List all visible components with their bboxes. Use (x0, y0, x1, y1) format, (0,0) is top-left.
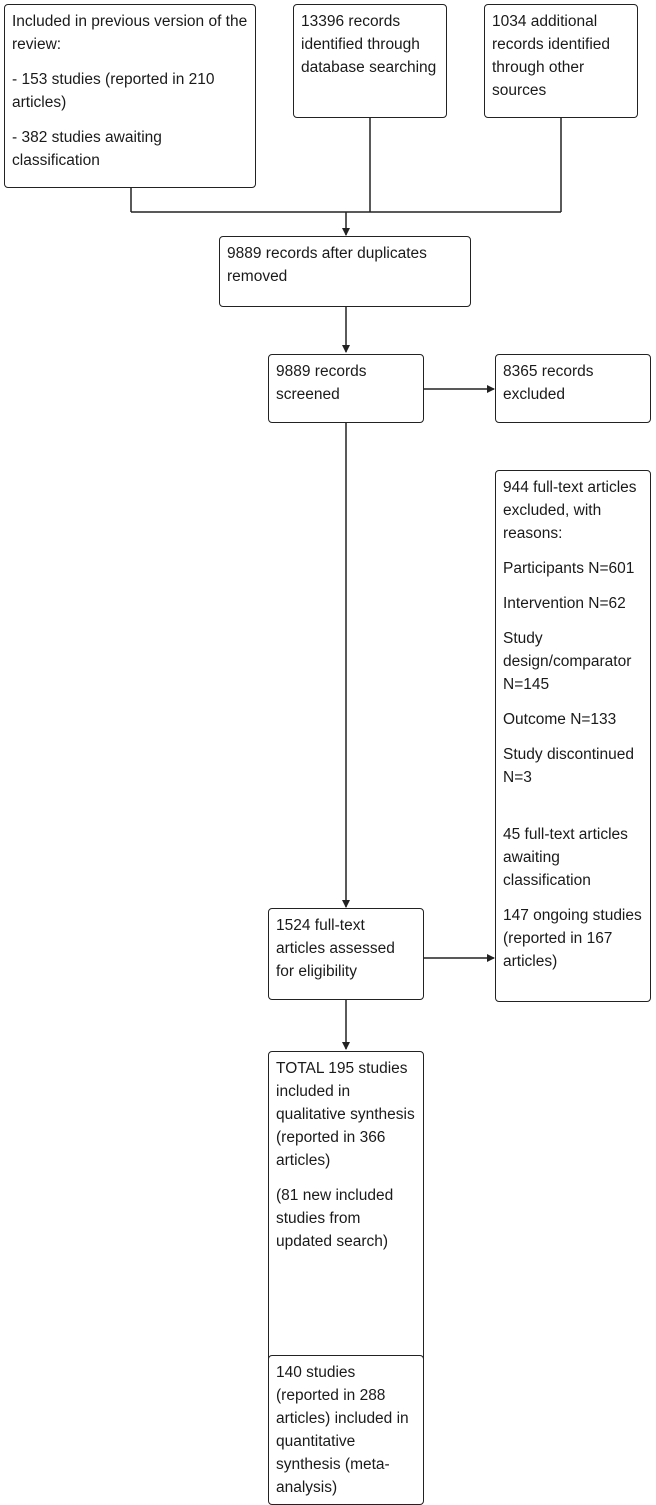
previous-version-box: Included in previous version of the revi… (4, 4, 256, 188)
box-text: TOTAL 195 studies included in qualitativ… (276, 1060, 415, 1169)
box-text: 1524 full-text articles assessed for eli… (276, 917, 395, 980)
database-search-box: 13396 records identified through databas… (293, 4, 447, 118)
box-text: Study discontinued N=3 (503, 746, 634, 786)
records-excluded-box: 8365 records excluded (495, 354, 651, 423)
box-text: Participants N=601 (503, 560, 635, 577)
fulltext-excluded-box: 944 full-text articles excluded, with re… (495, 470, 651, 1002)
box-text: 9889 records screened (276, 363, 367, 403)
records-screened-box: 9889 records screened (268, 354, 424, 423)
box-text: 1034 additional records identified throu… (492, 13, 611, 99)
other-sources-box: 1034 additional records identified throu… (484, 4, 638, 118)
after-duplicates-box: 9889 records after duplicates removed (219, 236, 471, 307)
fulltext-assessed-box: 1524 full-text articles assessed for eli… (268, 908, 424, 1000)
box-text: 45 full-text articles awaiting classific… (503, 826, 628, 889)
box-text: Study design/comparator N=145 (503, 630, 632, 693)
box-text: 147 ongoing studies (reported in 167 art… (503, 907, 642, 970)
box-text: Included in previous version of the revi… (12, 13, 248, 53)
box-text: 13396 records identified through databas… (301, 13, 437, 76)
box-text: Outcome N=133 (503, 711, 617, 728)
box-text: 9889 records after duplicates removed (227, 245, 427, 285)
box-text (503, 801, 643, 811)
box-text: 8365 records excluded (503, 363, 594, 403)
box-text: - 153 studies (reported in 210 articles) (12, 71, 215, 111)
quantitative-synthesis-box: 140 studies (reported in 288 articles) i… (268, 1355, 424, 1505)
box-text: - 382 studies awaiting classification (12, 129, 162, 169)
box-text: Intervention N=62 (503, 595, 626, 612)
box-text: 944 full-text articles excluded, with re… (503, 479, 637, 542)
box-text: 140 studies (reported in 288 articles) i… (276, 1364, 409, 1496)
box-text: (81 new included studies from updated se… (276, 1187, 394, 1250)
